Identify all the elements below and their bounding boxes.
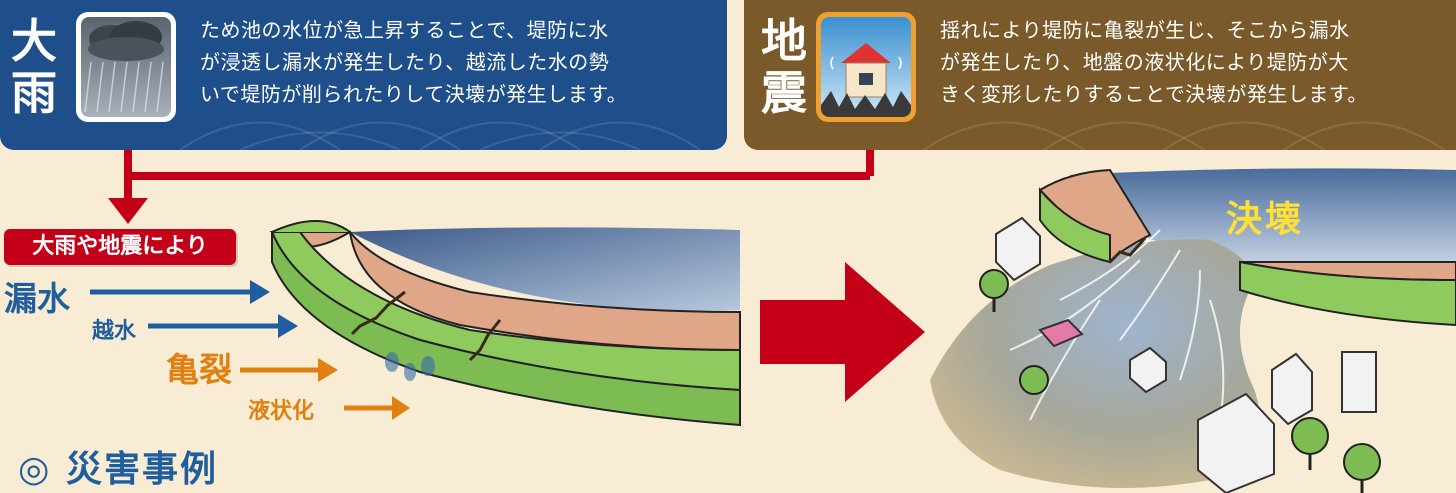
- rain-line-1: ため池の水位が急上昇することで、堤防に水: [200, 18, 609, 42]
- cause-liquefaction-label: 液状化: [248, 399, 315, 424]
- rain-description: ため池の水位が急上昇することで、堤防に水 が浸透し漏水が発生したり、越流した水の…: [200, 14, 627, 110]
- cause-crack-label: 亀裂: [166, 350, 232, 389]
- earthquake-panel: 地 震 揺れにより堤防に亀裂が生じ、そこから漏水 が発生した: [744, 0, 1456, 150]
- section-title: ◎ 災害事例: [18, 449, 218, 490]
- rain-line-2: が浸透し漏水が発生したり、越流した水の勢: [200, 50, 610, 74]
- cause-overflow-label: 越水: [92, 319, 137, 344]
- rain-kanji-2: 雨: [11, 66, 57, 120]
- pond-before: [269, 220, 741, 427]
- pond-after: [930, 168, 1456, 493]
- quake-kanji-1: 地: [761, 14, 807, 68]
- rain-icon: [76, 12, 176, 122]
- cause-arrows: [90, 280, 410, 420]
- house-shaking-icon: [816, 12, 916, 122]
- crack-arrow-icon: [318, 358, 338, 382]
- quake-line-3: きく変形したりすることで決壊が発生します。: [940, 82, 1368, 106]
- quake-kanji-2: 震: [761, 66, 807, 120]
- quake-line-2: が発生したり、地盤の液状化により堤防が大: [940, 50, 1349, 74]
- wave-pattern: [923, 121, 1445, 150]
- heavy-rain-panel: 大 雨 ため池の水位: [0, 0, 727, 150]
- cause-tag: 大雨や地震により: [4, 229, 236, 265]
- breach-label: 決壊: [1226, 199, 1305, 240]
- wave-pattern: [179, 121, 701, 150]
- transition-arrow-icon: [760, 262, 925, 402]
- liquefaction-arrow-icon: [392, 396, 410, 420]
- rain-line-3: いで堤防が削られたりして決壊が発生します。: [200, 82, 628, 106]
- overflow-arrow-icon: [278, 314, 298, 338]
- quake-description: 揺れにより堤防に亀裂が生じ、そこから漏水 が発生したり、地盤の液状化により堤防が…: [940, 14, 1368, 110]
- down-arrow-icon: [108, 198, 148, 224]
- rain-kanji-1: 大: [11, 14, 57, 68]
- quake-line-1: 揺れにより堤防に亀裂が生じ、そこから漏水: [940, 18, 1350, 42]
- cause-leak-label: 漏水: [4, 279, 70, 318]
- leak-arrow-icon: [250, 280, 270, 304]
